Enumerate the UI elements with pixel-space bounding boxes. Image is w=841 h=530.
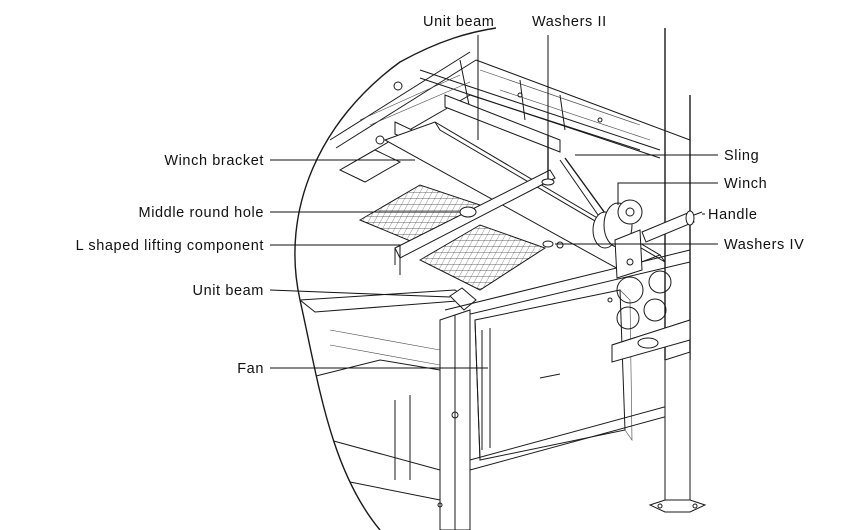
label-middle-round-hole: Middle round hole — [139, 205, 264, 221]
label-sling: Sling — [724, 148, 759, 164]
leader-unit-beam-left — [269, 289, 451, 298]
label-unit-beam-top: Unit beam — [423, 14, 495, 30]
leader-l-shaped-lifting-component — [270, 244, 401, 258]
label-winch-bracket: Winch bracket — [164, 153, 264, 169]
label-washers-iv: Washers IV — [724, 237, 804, 253]
label-winch: Winch — [724, 176, 767, 192]
unit-cutaway-drawing — [294, 27, 707, 530]
leader-winch — [617, 182, 718, 205]
label-unit-beam-left: Unit beam — [193, 283, 265, 299]
leader-lines — [269, 35, 718, 369]
label-washers-ii: Washers II — [532, 14, 607, 30]
label-handle: Handle — [708, 207, 758, 223]
label-l-shaped-lifting-component: L shaped lifting component — [76, 238, 264, 254]
callout-labels: Unit beam Washers II Winch bracket Sling… — [76, 14, 804, 377]
label-fan: Fan — [237, 361, 264, 377]
